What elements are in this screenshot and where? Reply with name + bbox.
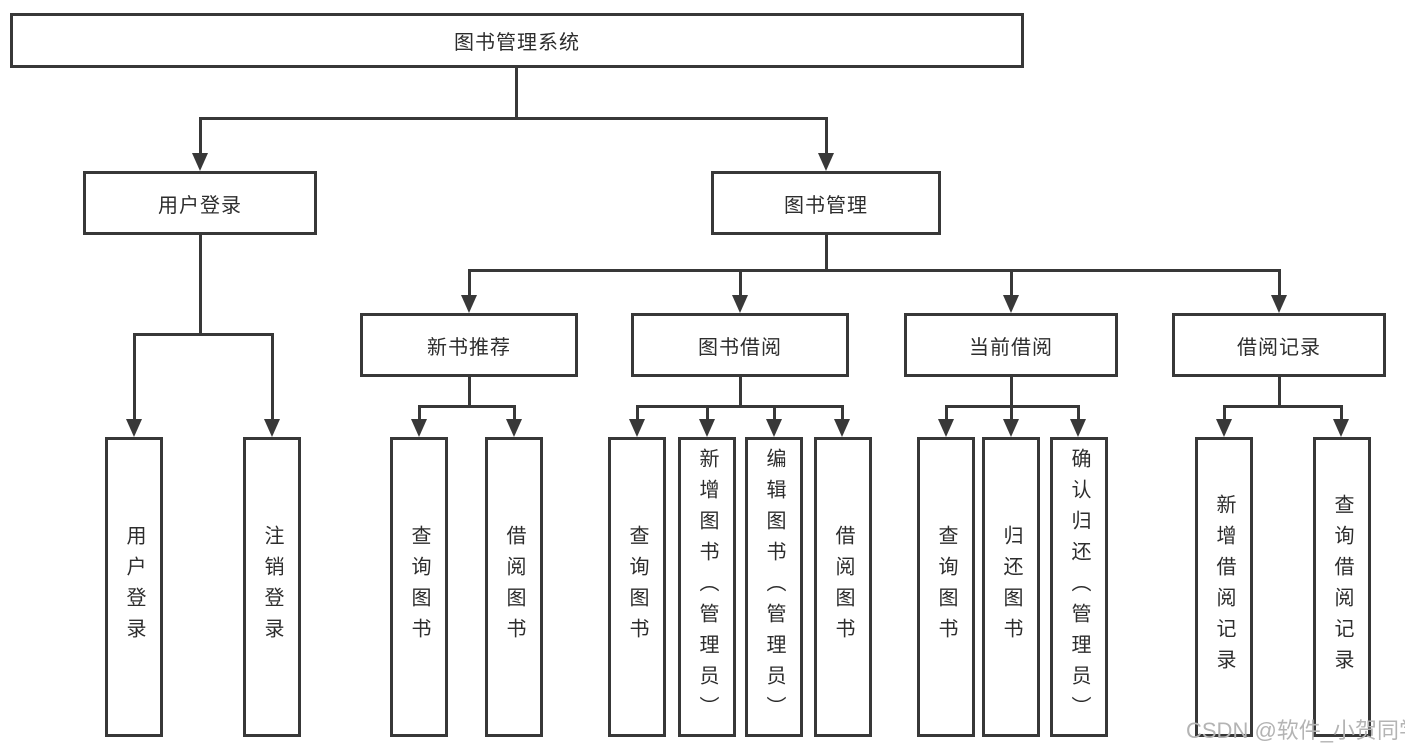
- node-new-book-recommend: 新书推荐: [360, 313, 578, 377]
- node-root: 图书管理系统: [10, 13, 1024, 68]
- leaf-label: 查询图书: [626, 525, 648, 649]
- connector-mgmt-drop-3: [1010, 269, 1013, 295]
- arrow-down-icon: [1333, 419, 1349, 437]
- leaf-add-borrow-record: 新增借阅记录: [1195, 437, 1253, 737]
- node-book-borrow: 图书借阅: [631, 313, 849, 377]
- connector-mgmt-stem: [825, 235, 828, 272]
- connector-mgmt-drop-4: [1278, 269, 1281, 295]
- leaf-label: 查询图书: [935, 525, 957, 649]
- leaf-label: 新增图书（管理员）: [696, 447, 718, 727]
- arrow-down-icon: [506, 419, 522, 437]
- leaf-recommend-query-books: 查询图书: [390, 437, 448, 737]
- arrow-down-icon: [1003, 419, 1019, 437]
- connector-user-drop-1: [133, 333, 136, 419]
- arrow-down-icon: [699, 419, 715, 437]
- connector-user-drop-2: [271, 333, 274, 419]
- arrow-down-icon: [461, 295, 477, 313]
- connector-borrow-drop-4: [841, 405, 844, 421]
- leaf-label: 注销登录: [261, 525, 283, 649]
- connector-current-drop-1: [945, 405, 948, 421]
- connector-user-bar: [133, 333, 274, 336]
- connector-root-drop-right: [825, 117, 828, 153]
- connector-current-drop-3: [1077, 405, 1080, 421]
- connector-records-bar: [1223, 405, 1343, 408]
- arrow-down-icon: [834, 419, 850, 437]
- arrow-down-icon: [192, 153, 208, 171]
- node-current-borrow: 当前借阅: [904, 313, 1118, 377]
- connector-current-stem: [1010, 377, 1013, 408]
- arrow-down-icon: [766, 419, 782, 437]
- arrow-down-icon: [1070, 419, 1086, 437]
- arrow-down-icon: [264, 419, 280, 437]
- node-borrow-records: 借阅记录: [1172, 313, 1386, 377]
- leaf-edit-books-admin: 编辑图书（管理员）: [745, 437, 803, 737]
- leaf-label: 确认归还（管理员）: [1068, 447, 1090, 727]
- leaf-label: 借阅图书: [503, 525, 525, 649]
- leaf-label: 用户登录: [123, 525, 145, 649]
- leaf-borrow-books: 借阅图书: [814, 437, 872, 737]
- connector-borrow-bar: [636, 405, 844, 408]
- leaf-borrow-query-books: 查询图书: [608, 437, 666, 737]
- arrow-down-icon: [126, 419, 142, 437]
- leaf-label: 新增借阅记录: [1213, 494, 1235, 680]
- leaf-label: 借阅图书: [832, 525, 854, 649]
- connector-recommend-stem: [468, 377, 471, 408]
- connector-borrow-stem: [739, 377, 742, 408]
- leaf-add-books-admin: 新增图书（管理员）: [678, 437, 736, 737]
- arrow-down-icon: [1003, 295, 1019, 313]
- connector-mgmt-bar: [468, 269, 1281, 272]
- leaf-recommend-borrow-books: 借阅图书: [485, 437, 543, 737]
- leaf-confirm-return-admin: 确认归还（管理员）: [1050, 437, 1108, 737]
- connector-user-stem: [199, 235, 202, 336]
- arrow-down-icon: [732, 295, 748, 313]
- connector-borrow-drop-3: [773, 405, 776, 421]
- connector-root-bar: [199, 117, 828, 120]
- connector-current-drop-2: [1010, 405, 1013, 421]
- connector-root-drop-left: [199, 117, 202, 153]
- node-user-login: 用户登录: [83, 171, 317, 235]
- leaf-query-borrow-record: 查询借阅记录: [1313, 437, 1371, 737]
- connector-records-drop-2: [1340, 405, 1343, 421]
- leaf-label: 编辑图书（管理员）: [763, 447, 785, 727]
- leaf-current-query-books: 查询图书: [917, 437, 975, 737]
- leaf-return-books: 归还图书: [982, 437, 1040, 737]
- connector-recommend-drop-1: [418, 405, 421, 421]
- arrow-down-icon: [938, 419, 954, 437]
- arrow-down-icon: [1271, 295, 1287, 313]
- leaf-logout: 注销登录: [243, 437, 301, 737]
- node-book-management: 图书管理: [711, 171, 941, 235]
- leaf-user-login: 用户登录: [105, 437, 163, 737]
- arrow-down-icon: [629, 419, 645, 437]
- arrow-down-icon: [411, 419, 427, 437]
- connector-recommend-drop-2: [513, 405, 516, 421]
- connector-borrow-drop-2: [706, 405, 709, 421]
- connector-mgmt-drop-2: [739, 269, 742, 295]
- csdn-watermark: CSDN @软件_小贺同学: [1186, 718, 1405, 743]
- connector-records-stem: [1278, 377, 1281, 408]
- connector-borrow-drop-1: [636, 405, 639, 421]
- leaf-label: 查询借阅记录: [1331, 494, 1353, 680]
- connector-records-drop-1: [1223, 405, 1226, 421]
- leaf-label: 归还图书: [1000, 525, 1022, 649]
- connector-mgmt-drop-1: [468, 269, 471, 295]
- connector-root-stem: [515, 68, 518, 119]
- arrow-down-icon: [1216, 419, 1232, 437]
- arrow-down-icon: [818, 153, 834, 171]
- connector-recommend-bar: [418, 405, 515, 408]
- leaf-label: 查询图书: [408, 525, 430, 649]
